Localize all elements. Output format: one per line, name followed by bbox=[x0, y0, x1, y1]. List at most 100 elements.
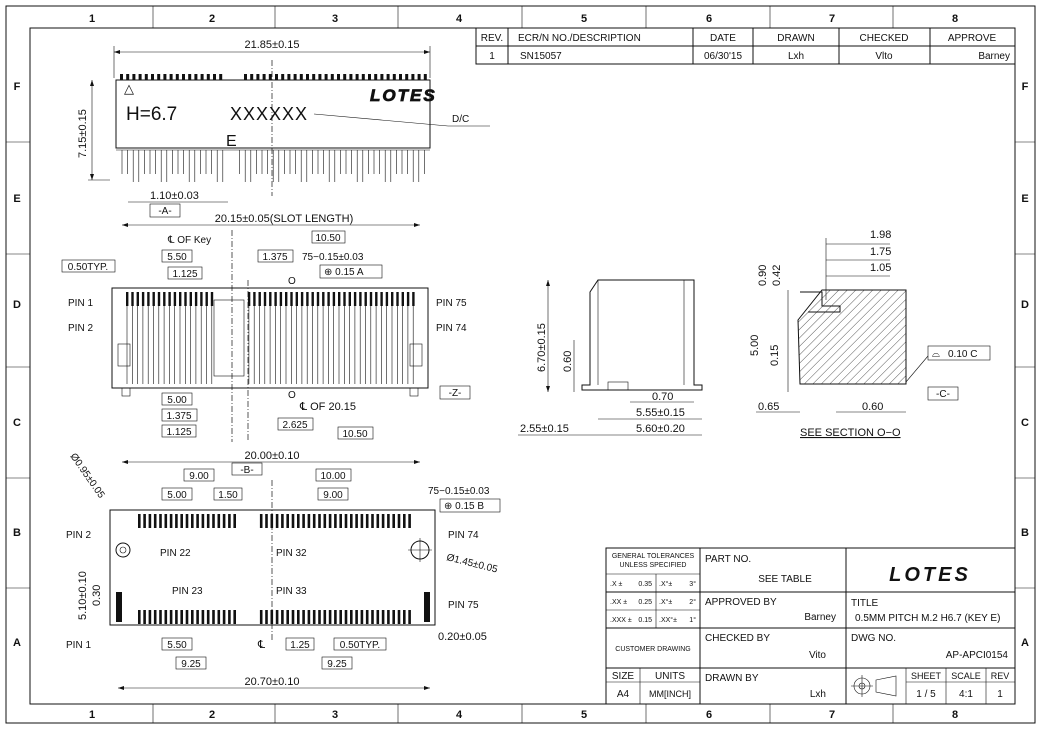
position-tolerance-a: ⊕ 0.15 A bbox=[324, 267, 364, 278]
tol-row-1-linear-value: 0.25 bbox=[638, 599, 652, 606]
fp-pad-dim: 0.20±0.05 bbox=[438, 631, 487, 643]
section-dim-0-15: 0.15 bbox=[769, 345, 781, 366]
fp-dim-1-25: 1.25 bbox=[290, 640, 310, 651]
zone-row-B-left: B bbox=[13, 527, 21, 539]
zone-col-4-bottom: 4 bbox=[456, 709, 463, 721]
flatness-tolerance: 0.10 C bbox=[948, 349, 977, 360]
fp-centerline-icon: ℄ bbox=[257, 639, 265, 651]
hole-dim-1-45: Ø1.45±0.05 bbox=[445, 552, 499, 575]
zone-row-B-right: B bbox=[1021, 527, 1029, 539]
rev-value-desc: SN15057 bbox=[520, 51, 562, 62]
rev-value-rev: 1 bbox=[489, 51, 495, 62]
tol-row-2-linear-value: 0.15 bbox=[638, 617, 652, 624]
tol-row-1-angle-label: .X°± bbox=[659, 598, 672, 606]
zone-row-E-right: E bbox=[1021, 193, 1028, 205]
rev-header-desc: ECR/N NO./DESCRIPTION bbox=[518, 33, 641, 44]
dim-1-125-bottom: 1.125 bbox=[166, 427, 191, 438]
fp-overall-dim: 20.00±0.10 bbox=[245, 450, 300, 462]
title-brand-logo: LOTES bbox=[889, 564, 971, 586]
fp-pin-span-dim: 75−0.15±0.03 bbox=[428, 486, 490, 497]
fp-outline bbox=[109, 509, 436, 626]
title-value: 0.5MM PITCH M.2 H6.7 (KEY E) bbox=[855, 613, 1000, 624]
tol-row-1-linear-label: .XX ± bbox=[610, 599, 627, 606]
dim-10-50-bottom: 10.50 bbox=[342, 429, 367, 440]
rev-label: REV bbox=[991, 671, 1010, 681]
size-label: SIZE bbox=[612, 671, 635, 682]
front-view: 20.15±0.05(SLOT LENGTH) 10.50 ℄ OF Key 0… bbox=[61, 213, 471, 442]
zone-col-6-top: 6 bbox=[706, 13, 712, 25]
title-block: GENERAL TOLERANCES UNLESS SPECIFIED .X ±… bbox=[605, 547, 1016, 705]
front-pin-74: PIN 74 bbox=[436, 323, 467, 334]
sheet-value: 1 / 5 bbox=[916, 689, 936, 700]
rev-value-drawn: Lxh bbox=[788, 51, 804, 62]
zone-row-C-left: C bbox=[13, 417, 21, 429]
slot-length-dim: 20.15±0.05(SLOT LENGTH) bbox=[215, 213, 354, 225]
zone-col-1-top: 1 bbox=[89, 13, 95, 25]
front-pin-1: PIN 1 bbox=[68, 298, 93, 309]
zone-col-5-bottom: 5 bbox=[581, 709, 587, 721]
rev-header-rev: REV. bbox=[481, 33, 503, 44]
fp-pin-75: PIN 75 bbox=[448, 600, 479, 611]
zone-row-C-right: C bbox=[1021, 417, 1029, 429]
fp-dim-5-50: 5.50 bbox=[167, 640, 187, 651]
fp-pin-23: PIN 23 bbox=[172, 586, 203, 597]
units-value: MM[INCH] bbox=[649, 689, 691, 699]
part-no-value: SEE TABLE bbox=[758, 574, 812, 585]
fp-dim-1-50: 1.50 bbox=[218, 490, 238, 501]
pin-span-dim: 75−0.15±0.03 bbox=[302, 252, 364, 263]
top-view: 21.85±0.15 △ H=6.7 XXXXXX E LOTES D/C 7.… bbox=[77, 39, 490, 218]
sheet-label: SHEET bbox=[911, 671, 942, 681]
fp-dim-10-00: 10.00 bbox=[320, 471, 345, 482]
section-caption: SEE SECTION O−O bbox=[800, 427, 901, 439]
zone-col-2-top: 2 bbox=[209, 13, 215, 25]
rev-header-drawn: DRAWN bbox=[777, 33, 814, 44]
height-mark: H=6.7 bbox=[126, 104, 177, 125]
checked-by-value: Vito bbox=[809, 650, 826, 661]
fp-total-dim: 20.70±0.10 bbox=[245, 676, 300, 688]
dc-label: D/C bbox=[452, 114, 469, 125]
fp-pin-74: PIN 74 bbox=[448, 530, 479, 541]
zone-col-2-bottom: 2 bbox=[209, 709, 215, 721]
checked-by-label: CHECKED BY bbox=[705, 633, 770, 644]
section-dim-5-00: 5.00 bbox=[749, 335, 761, 356]
zone-row-F-right: F bbox=[1022, 81, 1029, 93]
drawn-by-value: Lxh bbox=[810, 689, 826, 700]
fp-dim-9-00b: 9.00 bbox=[323, 490, 343, 501]
fp-pitch-dim: 0.50TYP. bbox=[340, 640, 380, 651]
center-of-slot-label: ℄ OF 20.15 bbox=[299, 401, 356, 413]
key-centerline-label: ℄ OF Key bbox=[167, 235, 211, 246]
dim-2-625: 2.625 bbox=[282, 420, 307, 431]
front-pin-75: PIN 75 bbox=[436, 298, 467, 309]
zone-row-E-left: E bbox=[13, 193, 20, 205]
fp-dim-0-30: 0.30 bbox=[91, 585, 103, 606]
approved-by-label: APPROVED BY bbox=[705, 597, 777, 608]
zone-col-8-top: 8 bbox=[952, 13, 958, 25]
rev-value: 1 bbox=[997, 689, 1003, 700]
side-foot-dim: 0.60 bbox=[562, 351, 574, 372]
tol-row-2-linear-label: .XXX ± bbox=[610, 617, 632, 624]
side-dim-5-60: 5.60±0.20 bbox=[636, 423, 685, 435]
section-o-label-bottom: O bbox=[288, 390, 296, 401]
section-dim-1-05: 1.05 bbox=[870, 262, 891, 274]
top-offset-dim: 1.10±0.03 bbox=[150, 190, 199, 202]
zone-row-A-left: A bbox=[13, 637, 21, 649]
side-dim-0-70: 0.70 bbox=[652, 391, 673, 403]
zone-row-D-right: D bbox=[1021, 299, 1029, 311]
position-tolerance-b: ⊕ 0.15 B bbox=[444, 501, 484, 512]
scale-value: 4:1 bbox=[959, 689, 973, 700]
triangle-mark-icon: △ bbox=[124, 81, 134, 96]
zone-row-F-left: F bbox=[14, 81, 21, 93]
tol-row-0-linear-label: .X ± bbox=[610, 581, 623, 588]
section-view: 1.98 1.75 1.05 0.90 0.42 5.00 0.15 ⌓ 0.1… bbox=[749, 229, 991, 439]
front-body-outline bbox=[111, 287, 429, 389]
section-o-label-top: O bbox=[288, 276, 296, 287]
tol-row-0-angle-label: .X°± bbox=[659, 580, 672, 588]
side-dim-2-55: 2.55±0.15 bbox=[520, 423, 569, 435]
zone-col-3-top: 3 bbox=[332, 13, 338, 25]
key-mark: E bbox=[226, 133, 237, 150]
zone-col-3-bottom: 3 bbox=[332, 709, 338, 721]
units-label: UNITS bbox=[655, 671, 685, 682]
side-view: 6.70±0.15 0.60 0.70 5.55±0.15 5.60±0.20 … bbox=[518, 279, 703, 436]
dim-1-125: 1.125 bbox=[172, 269, 197, 280]
